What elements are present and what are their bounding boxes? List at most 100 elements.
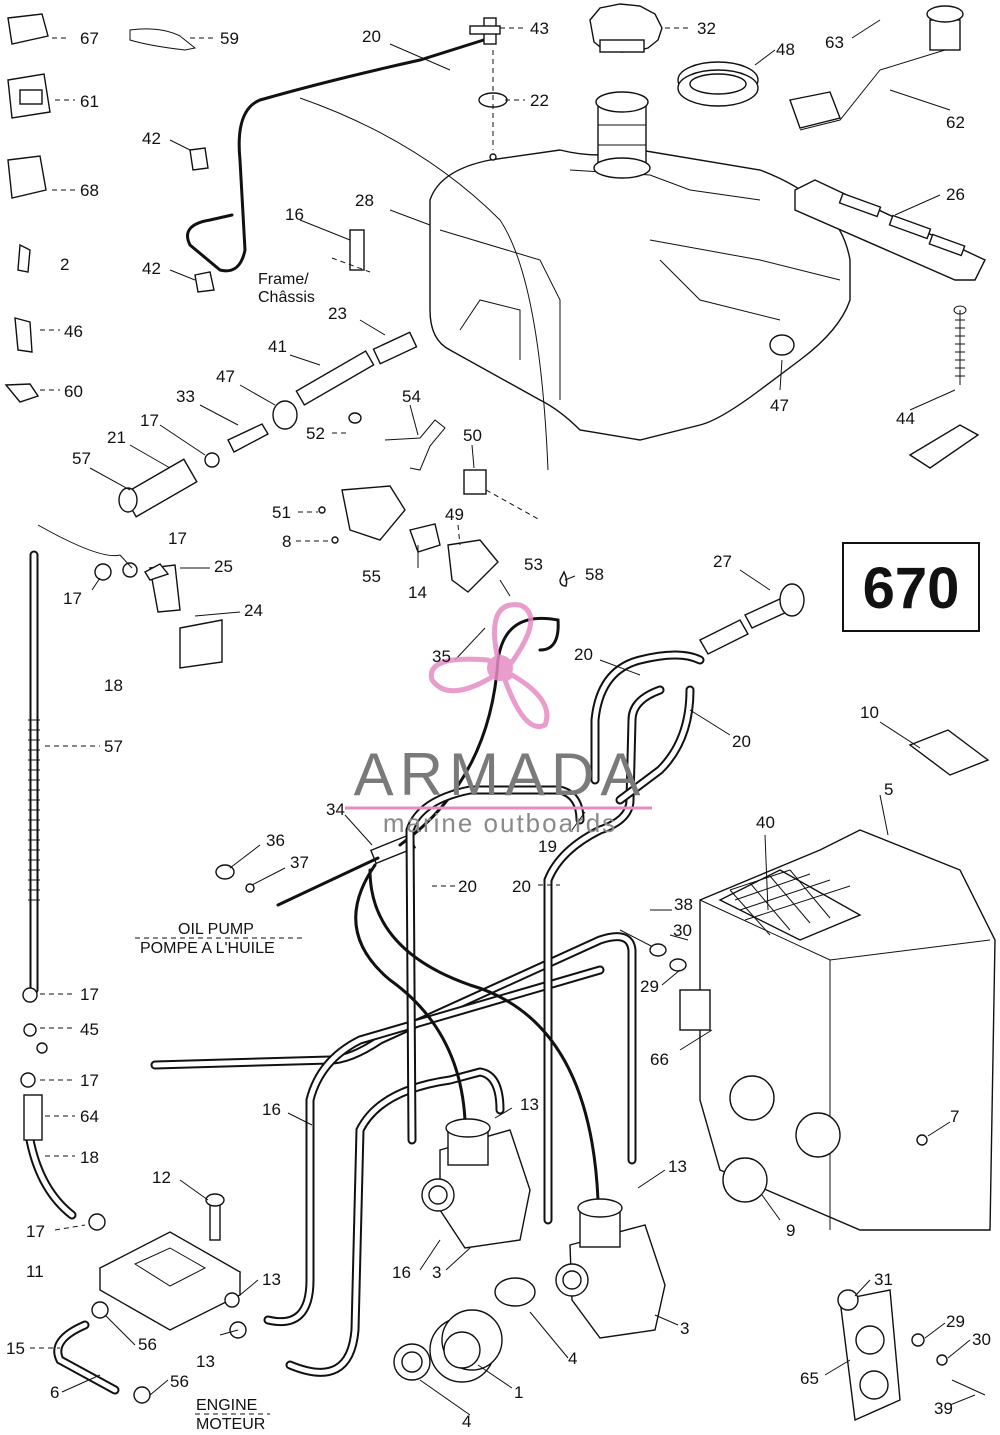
callout: 45: [80, 1020, 99, 1039]
callout: 6: [50, 1383, 59, 1402]
callout: 37: [290, 853, 309, 872]
callout: 19: [538, 837, 557, 856]
callout: 49: [445, 505, 464, 524]
watermark-brand: ARMADA: [354, 741, 647, 808]
callout: 57: [104, 737, 123, 756]
callout: 17: [80, 1071, 99, 1090]
callout: 11: [26, 1262, 44, 1281]
fuel-sender: [789, 5, 964, 131]
callout: 4: [462, 1412, 471, 1431]
grommet: [769, 334, 795, 356]
callout: 29: [946, 1312, 965, 1331]
callout: 13: [196, 1352, 215, 1371]
fuel-pump: [53, 1193, 247, 1404]
callout: 1: [514, 1383, 523, 1402]
callout: 33: [176, 387, 195, 406]
tank-gasket: [677, 61, 759, 107]
callout: 53: [524, 555, 543, 574]
callout: 29: [640, 977, 659, 996]
callout: 64: [80, 1107, 99, 1126]
callout: 40: [756, 813, 775, 832]
fuel-hoses: [150, 650, 705, 1377]
callout: 48: [776, 40, 795, 59]
carburetor-upper: [421, 1118, 531, 1249]
callout: 3: [432, 1263, 441, 1282]
callout: 14: [408, 583, 427, 602]
callout: 8: [282, 532, 291, 551]
callout: 16: [392, 1263, 411, 1282]
callout: 30: [972, 1330, 991, 1349]
callout: 30: [673, 921, 692, 940]
callout: 46: [64, 322, 83, 341]
callout: 25: [214, 557, 233, 576]
callout: 62: [946, 113, 965, 132]
intake-boots: [393, 1277, 536, 1383]
small-connectors: [4, 13, 197, 403]
callout: 38: [674, 895, 693, 914]
clip: [194, 271, 215, 293]
clip: [189, 147, 209, 171]
chassis-label: Châssis: [258, 289, 315, 306]
callout: 52: [306, 424, 325, 443]
callout: 13: [262, 1270, 281, 1289]
callout: 56: [138, 1335, 157, 1354]
engine-label: ENGINE: [196, 1397, 257, 1414]
impulse-lines: [354, 863, 600, 1202]
callout: 47: [216, 367, 235, 386]
callout: 68: [80, 181, 99, 200]
filter-pad: [908, 729, 990, 776]
fuel-valve: [94, 562, 223, 669]
callout: 20: [732, 732, 751, 751]
callout: 17: [26, 1222, 45, 1241]
callout: 44: [896, 409, 915, 428]
callout: 67: [80, 29, 99, 48]
callout: 35: [432, 647, 451, 666]
spring: [953, 305, 967, 385]
callout: 26: [946, 185, 965, 204]
rubber-pad: [908, 424, 980, 469]
callout: 32: [697, 19, 716, 38]
propeller-logo: [428, 602, 550, 729]
callout-numbers: 67 59 20 43 32 63 61 22 48 62 68 42 26 1…: [6, 19, 991, 1431]
callout: 2: [60, 255, 69, 274]
callout: 17: [80, 985, 99, 1004]
callout: 17: [168, 529, 187, 548]
callout: 3: [680, 1319, 689, 1338]
vent-tube: [349, 229, 365, 271]
callout: 5: [884, 780, 893, 799]
callout: 65: [800, 1369, 819, 1388]
throttle-cable-upper: [186, 36, 492, 273]
callout: 41: [268, 337, 287, 356]
mount-bracket: [837, 1289, 986, 1422]
callout: 63: [825, 33, 844, 52]
oil-pump-label-fr: POMPE A L'HUILE: [140, 940, 275, 957]
callout: 57: [72, 449, 91, 468]
callout: 39: [934, 1399, 953, 1418]
oil-pump-label: OIL PUMP: [178, 921, 254, 938]
callout: 58: [585, 565, 604, 584]
callout: 42: [142, 129, 161, 148]
callout: 61: [80, 92, 99, 111]
callout: 15: [6, 1339, 25, 1358]
callout: 55: [362, 567, 381, 586]
callout: 28: [355, 191, 374, 210]
callout: 7: [950, 1107, 959, 1126]
callout: 51: [272, 503, 291, 522]
callout: 20: [458, 877, 477, 896]
callout: 43: [530, 19, 549, 38]
oil-hose-left: [20, 524, 121, 1220]
callout-leaders: [30, 19, 976, 1416]
callout: 18: [80, 1148, 99, 1167]
callout: 24: [244, 601, 263, 620]
callout: 17: [140, 411, 159, 430]
callout: 27: [713, 552, 732, 571]
engine-label-fr: MOTEUR: [196, 1416, 265, 1433]
callout: 36: [266, 831, 285, 850]
callout: 42: [142, 259, 161, 278]
callout: 21: [107, 428, 126, 447]
callout: 13: [668, 1157, 687, 1176]
callout: 16: [262, 1100, 281, 1119]
callout: 20: [512, 877, 531, 896]
callout: 13: [520, 1095, 539, 1114]
